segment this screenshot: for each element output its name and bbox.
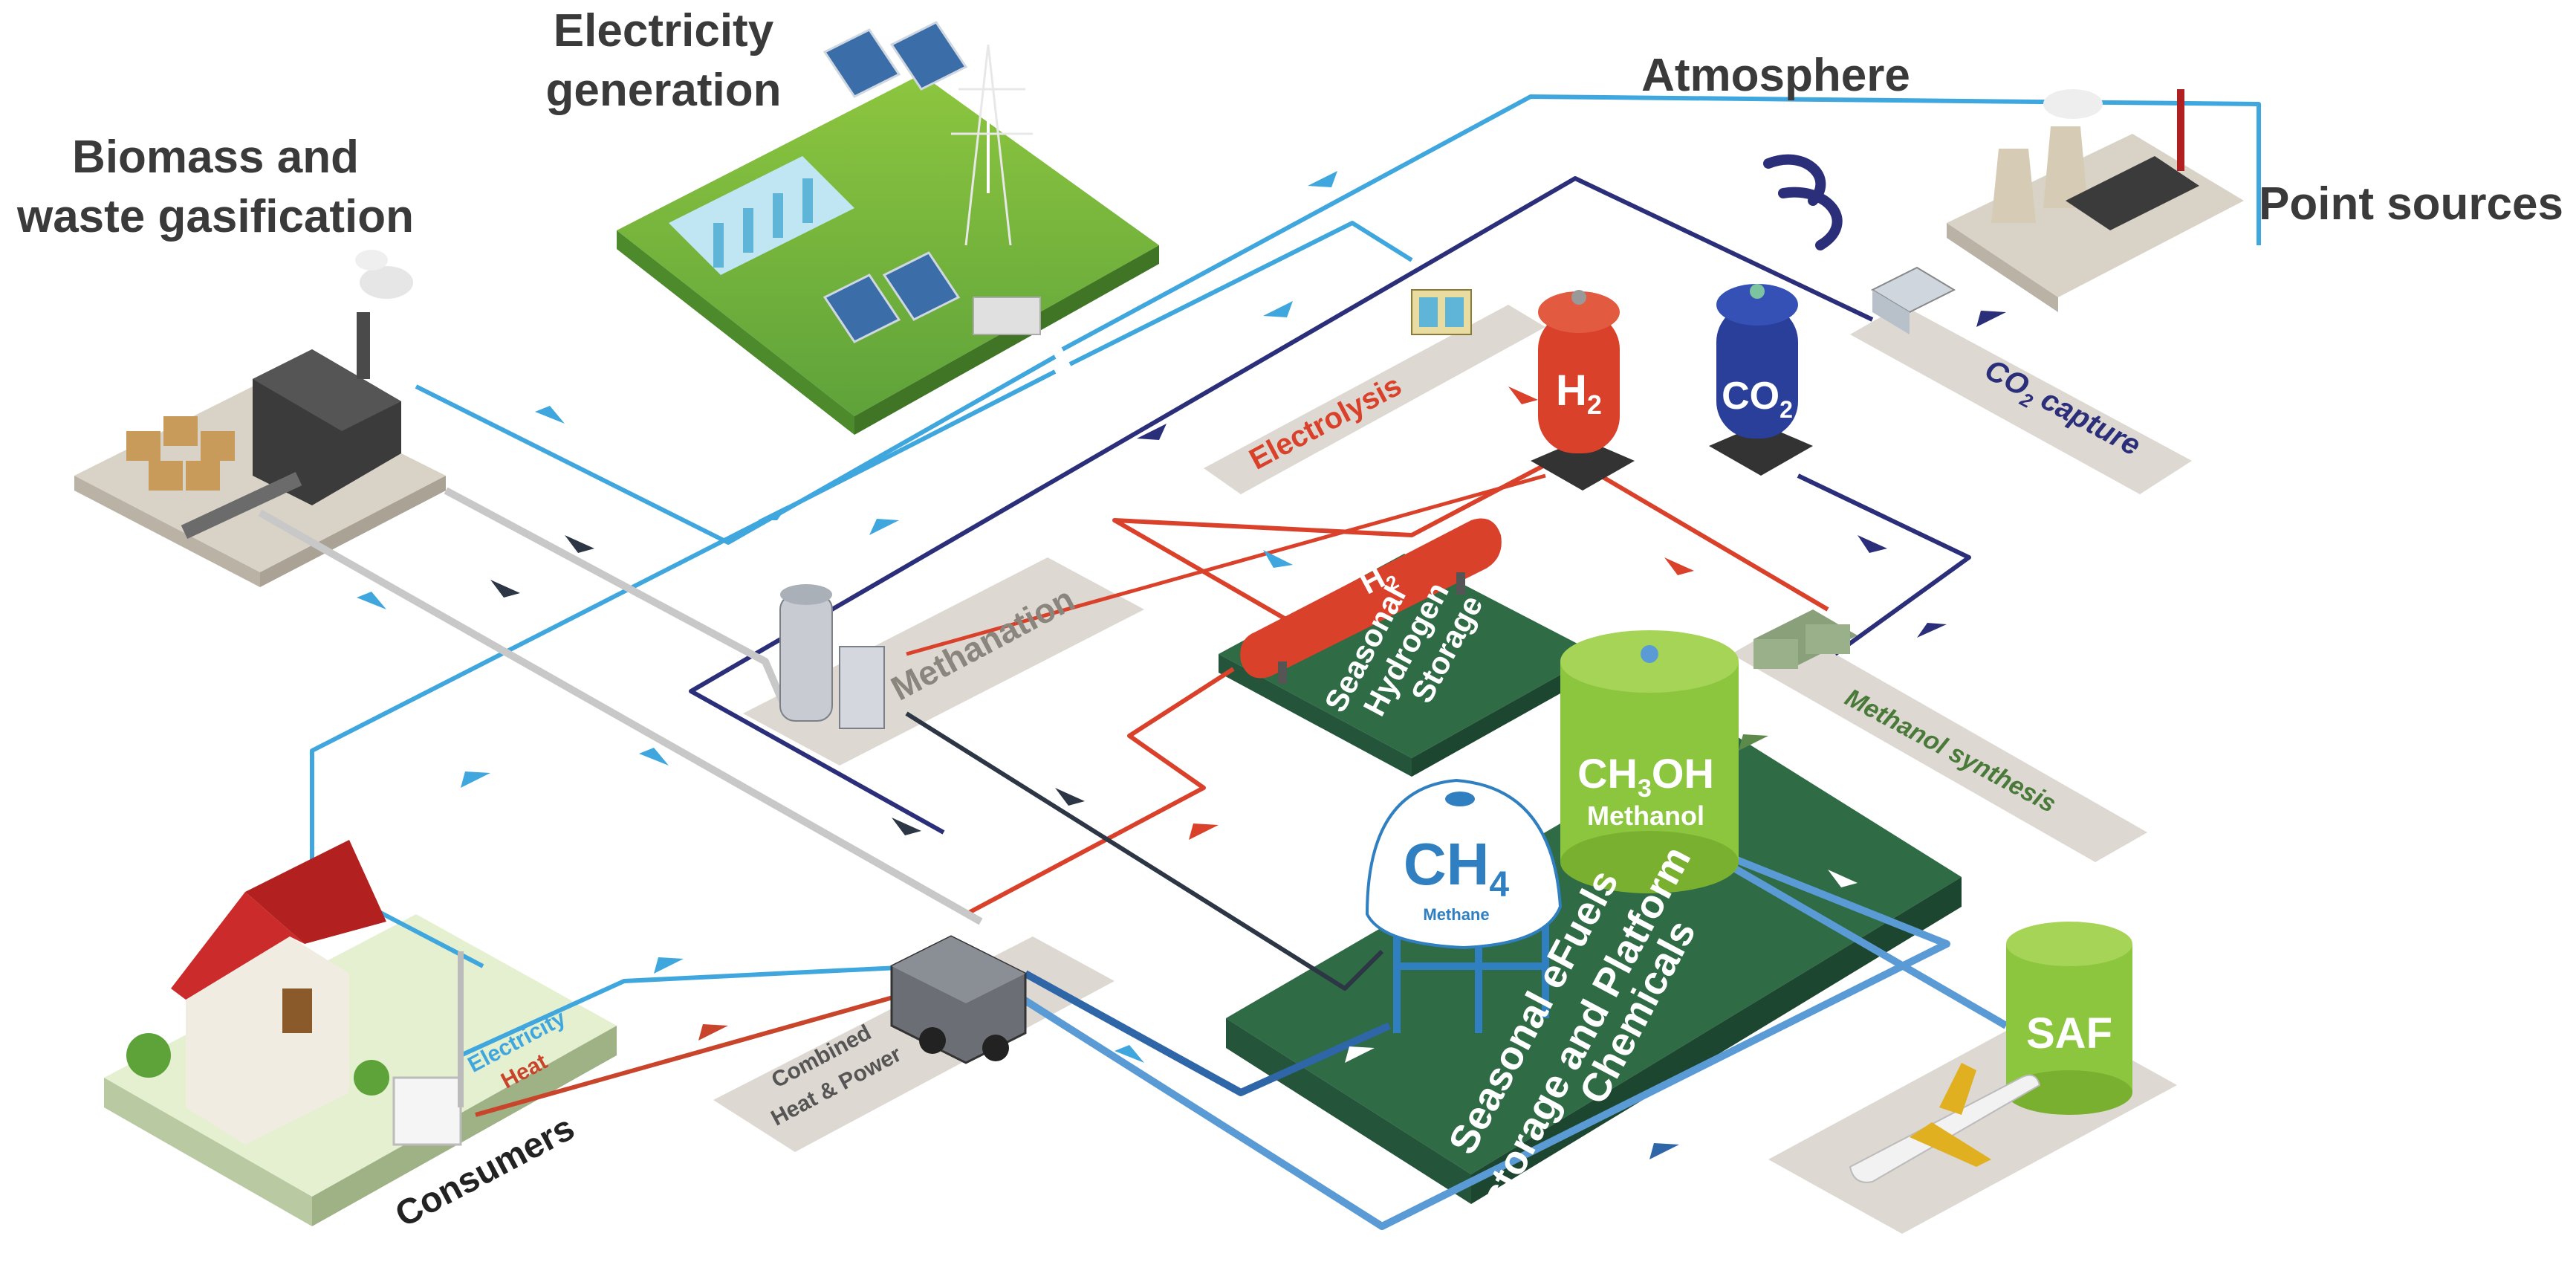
arrow-heat xyxy=(698,1024,728,1041)
wood-crates-icon xyxy=(126,416,235,491)
heading-biomass: Biomass and xyxy=(72,132,359,183)
arrow-electricity xyxy=(639,748,669,766)
methanation-reactor-icon xyxy=(779,584,885,729)
arrow-methane xyxy=(1055,788,1085,806)
arrow-co2 xyxy=(1976,311,2006,327)
h2-line-chp xyxy=(964,667,1235,916)
arrow-electricity xyxy=(869,519,899,535)
power-pylon-icon xyxy=(951,44,1033,246)
arrow-electricity xyxy=(758,505,788,520)
fuel-line-bottom xyxy=(1016,851,1950,1230)
arrow-electricity xyxy=(461,771,490,788)
h2-line-methanol xyxy=(1574,459,1829,612)
heading-point-sources: Point sources xyxy=(2259,178,2563,230)
h2-storage-tank-icon xyxy=(1240,518,1502,684)
arrow-co2 xyxy=(1858,535,1887,553)
pipes xyxy=(258,94,2261,1230)
co2-capture-platform xyxy=(1850,305,2192,494)
label-methane: Methane xyxy=(1423,905,1489,924)
flow-arrows xyxy=(357,171,2006,1159)
hydro-dam-icon xyxy=(669,156,854,275)
arrow-methane xyxy=(565,535,594,553)
radiator-icon xyxy=(392,1076,462,1146)
co2-line-methanol xyxy=(1797,473,1971,656)
co2-line-atmosphere xyxy=(689,176,1874,835)
label-saf: SAF xyxy=(2026,1009,2112,1058)
co2-tank-icon xyxy=(1709,284,1813,476)
arrow-electricity xyxy=(1115,1045,1144,1063)
methanol-synthesis-unit-icon xyxy=(1753,609,1858,669)
label-ch4: CH4 xyxy=(1404,831,1510,905)
factory-icon xyxy=(126,250,413,539)
electricity-line-biomass xyxy=(415,355,1057,545)
h2-tank-icon xyxy=(1531,290,1635,491)
transformer-icon xyxy=(973,297,1041,335)
arrow-electricity xyxy=(654,957,684,974)
h2-line-methanation xyxy=(906,473,1546,656)
airplane-icon xyxy=(1849,1063,2041,1183)
ch4-tank-icon xyxy=(1365,778,1563,1033)
ch3oh-tank-icon xyxy=(1560,630,1739,893)
electricity-line-electrolysis xyxy=(1068,221,1413,366)
efuels-storage-platform xyxy=(1226,728,1962,1174)
ch3oh-labels: CH3OH Methanol xyxy=(1577,750,1714,831)
arrow-fuel xyxy=(1649,1143,1679,1159)
headings: Electricity generation Atmosphere Point … xyxy=(16,5,2563,1235)
arrow-electricity xyxy=(1308,171,1337,187)
co2-capture-unit-icon xyxy=(1870,266,1956,334)
solar-panel-icon xyxy=(823,21,968,343)
arrow-electricity xyxy=(357,592,386,609)
wind-turbine-icon xyxy=(964,6,1019,193)
arrow-electricity xyxy=(1263,301,1293,317)
arrow-h2 xyxy=(1664,557,1694,575)
label-methanol: Methanol xyxy=(1587,800,1704,831)
house-icon xyxy=(126,840,389,1145)
heat-line-consumers xyxy=(475,979,952,1117)
electricity-line-top xyxy=(1061,94,2261,352)
electricity-line-consumers xyxy=(310,369,1057,968)
label-methanol-synthesis: Methanol synthesis xyxy=(1840,683,2060,818)
arrow-co2 xyxy=(1917,623,1947,638)
wind-icon xyxy=(1763,154,1843,250)
methanol-synthesis-platform xyxy=(1731,624,2147,862)
heading-generation: generation xyxy=(546,65,782,116)
label-h2-tank: H2 xyxy=(1556,366,1602,420)
heading-electricity: Electricity xyxy=(554,5,774,56)
arrow-fuel xyxy=(1345,1046,1375,1063)
saf-barrel-icon xyxy=(2006,922,2132,1115)
ch4-labels: CH4 Methane xyxy=(1404,831,1510,924)
electricity-line-chp xyxy=(459,964,929,1058)
electricity-generation-platform xyxy=(617,74,1159,416)
label-electrolysis: Electrolysis xyxy=(1244,369,1407,476)
arrow-methanol-synthesis xyxy=(1739,734,1768,751)
arrow-co2 xyxy=(1137,424,1167,440)
electrolysis-platform xyxy=(1204,305,1545,494)
h2-line-storage xyxy=(1112,459,1554,634)
arrow-fuel xyxy=(1828,870,1858,887)
label-co2-tank: CO2 xyxy=(1722,375,1793,423)
arrow-h2 xyxy=(1189,823,1219,840)
heading-atmosphere: Atmosphere xyxy=(1641,50,1910,101)
arrow-methane xyxy=(490,580,520,598)
arrow-electricity xyxy=(1263,550,1293,568)
label-ch3oh: CH3OH xyxy=(1577,750,1714,803)
electrolyzer-icon xyxy=(1411,289,1472,335)
biomass-to-chp-line xyxy=(444,487,791,715)
chp-unit-icon xyxy=(890,935,1027,1064)
ch4-to-chp-line xyxy=(1023,970,1392,1096)
biomass-to-chp-line-2 xyxy=(258,509,983,925)
methane-line xyxy=(905,711,1384,991)
arrow-h2 xyxy=(1508,386,1538,404)
arrow-methane xyxy=(892,818,921,835)
arrow-electricity xyxy=(535,406,565,424)
platforms xyxy=(74,74,2244,1234)
heading-waste-gasification: waste gasification xyxy=(16,191,414,242)
power-plant-icon xyxy=(1991,89,2199,230)
